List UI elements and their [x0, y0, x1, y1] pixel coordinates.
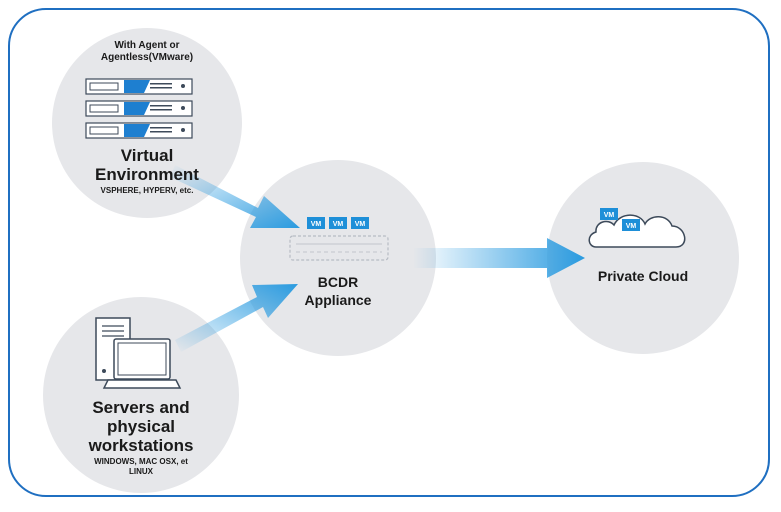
svg-text:VM: VM — [333, 221, 344, 228]
vm-badge: VM — [307, 217, 325, 229]
virtual-caption: With Agent or Agentless(VMware) — [100, 40, 194, 63]
desktop-laptop-icon — [95, 317, 182, 389]
appliance-icon: VM VM VM — [289, 217, 389, 261]
svg-text:VM: VM — [355, 221, 366, 228]
cloud-icon: VM VM — [588, 208, 686, 248]
arrow-appliance-to-cloud — [413, 238, 585, 278]
svg-text:VM: VM — [604, 212, 615, 219]
private-cloud-circle — [547, 162, 739, 354]
vm-badge: VM — [329, 217, 347, 229]
virtual-subtitle: VSPHERE, HYPERV, etc. — [100, 186, 194, 195]
physical-title: Servers and physical workstations — [88, 398, 194, 455]
svg-text:VM: VM — [626, 223, 637, 230]
arrow-virtual-to-appliance — [170, 165, 300, 228]
vm-badge: VM — [351, 217, 369, 229]
diagram-frame — [8, 8, 770, 497]
arrow-physical-to-appliance — [175, 284, 298, 352]
physical-subtitle: WINDOWS, MAC OSX, et LINUX — [94, 457, 188, 476]
vm-badge: VM — [600, 208, 618, 220]
server-rack-icon — [85, 78, 193, 139]
appliance-title: BCDR Appliance — [304, 274, 372, 308]
virtual-title: Virtual Environment — [95, 146, 199, 184]
svg-text:VM: VM — [311, 221, 322, 228]
vm-badge: VM — [622, 219, 640, 231]
cloud-title: Private Cloud — [597, 268, 689, 284]
bcdr-appliance-circle — [240, 160, 436, 356]
